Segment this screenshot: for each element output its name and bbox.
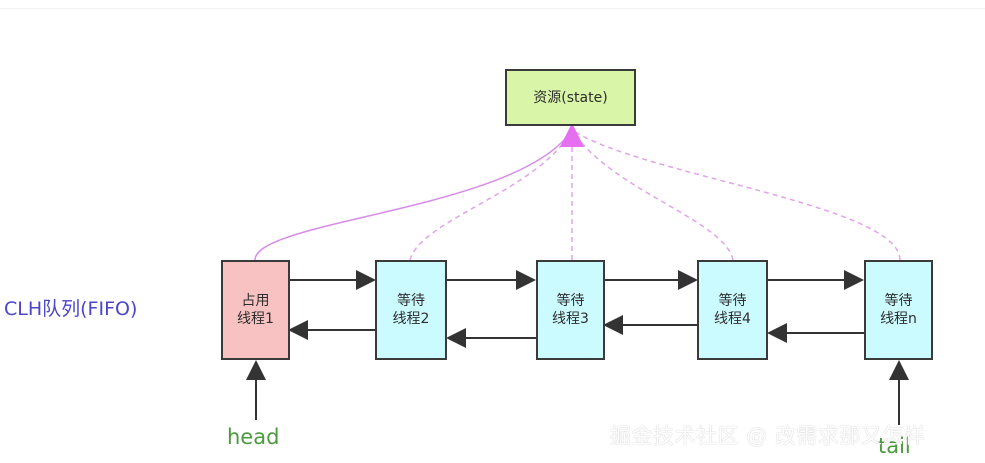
dashed-curve-to-resource-n — [571, 129, 901, 261]
thread-node-1: 占用 线程1 — [221, 260, 290, 360]
top-divider — [0, 8, 985, 9]
resource-node: 资源(state) — [505, 69, 636, 126]
thread-node-3-line1: 等待 — [556, 293, 585, 309]
thread-node-n-line1: 等待 — [884, 293, 913, 309]
dashed-curve-to-resource-4 — [571, 129, 734, 261]
dashed-curve-to-resource-2 — [409, 129, 573, 261]
thread-node-n-line2: 线程n — [880, 311, 917, 327]
thread-node-n: 等待 线程n — [864, 260, 933, 360]
tail-label: tail — [878, 434, 911, 458]
head-label: head — [227, 425, 280, 449]
thread-node-4: 等待 线程4 — [697, 260, 768, 360]
queue-label: CLH队列(FIFO) — [4, 298, 138, 320]
thread-node-2-line1: 等待 — [396, 293, 425, 309]
resource-label: 资源(state) — [533, 89, 608, 106]
thread-node-1-line1: 占用 — [241, 293, 270, 309]
thread-node-3-line2: 线程3 — [552, 311, 589, 327]
thread-node-4-line2: 线程4 — [714, 311, 751, 327]
thread-node-3: 等待 线程3 — [536, 260, 605, 360]
solid-curve-to-resource — [254, 129, 573, 261]
thread-node-1-line2: 线程1 — [237, 311, 274, 327]
thread-node-2-line2: 线程2 — [392, 311, 430, 327]
thread-node-2: 等待 线程2 — [375, 260, 447, 360]
watermark: 掘金技术社区 @ 改需求那又怎样 — [610, 424, 926, 448]
thread-node-4-line1: 等待 — [718, 293, 747, 309]
